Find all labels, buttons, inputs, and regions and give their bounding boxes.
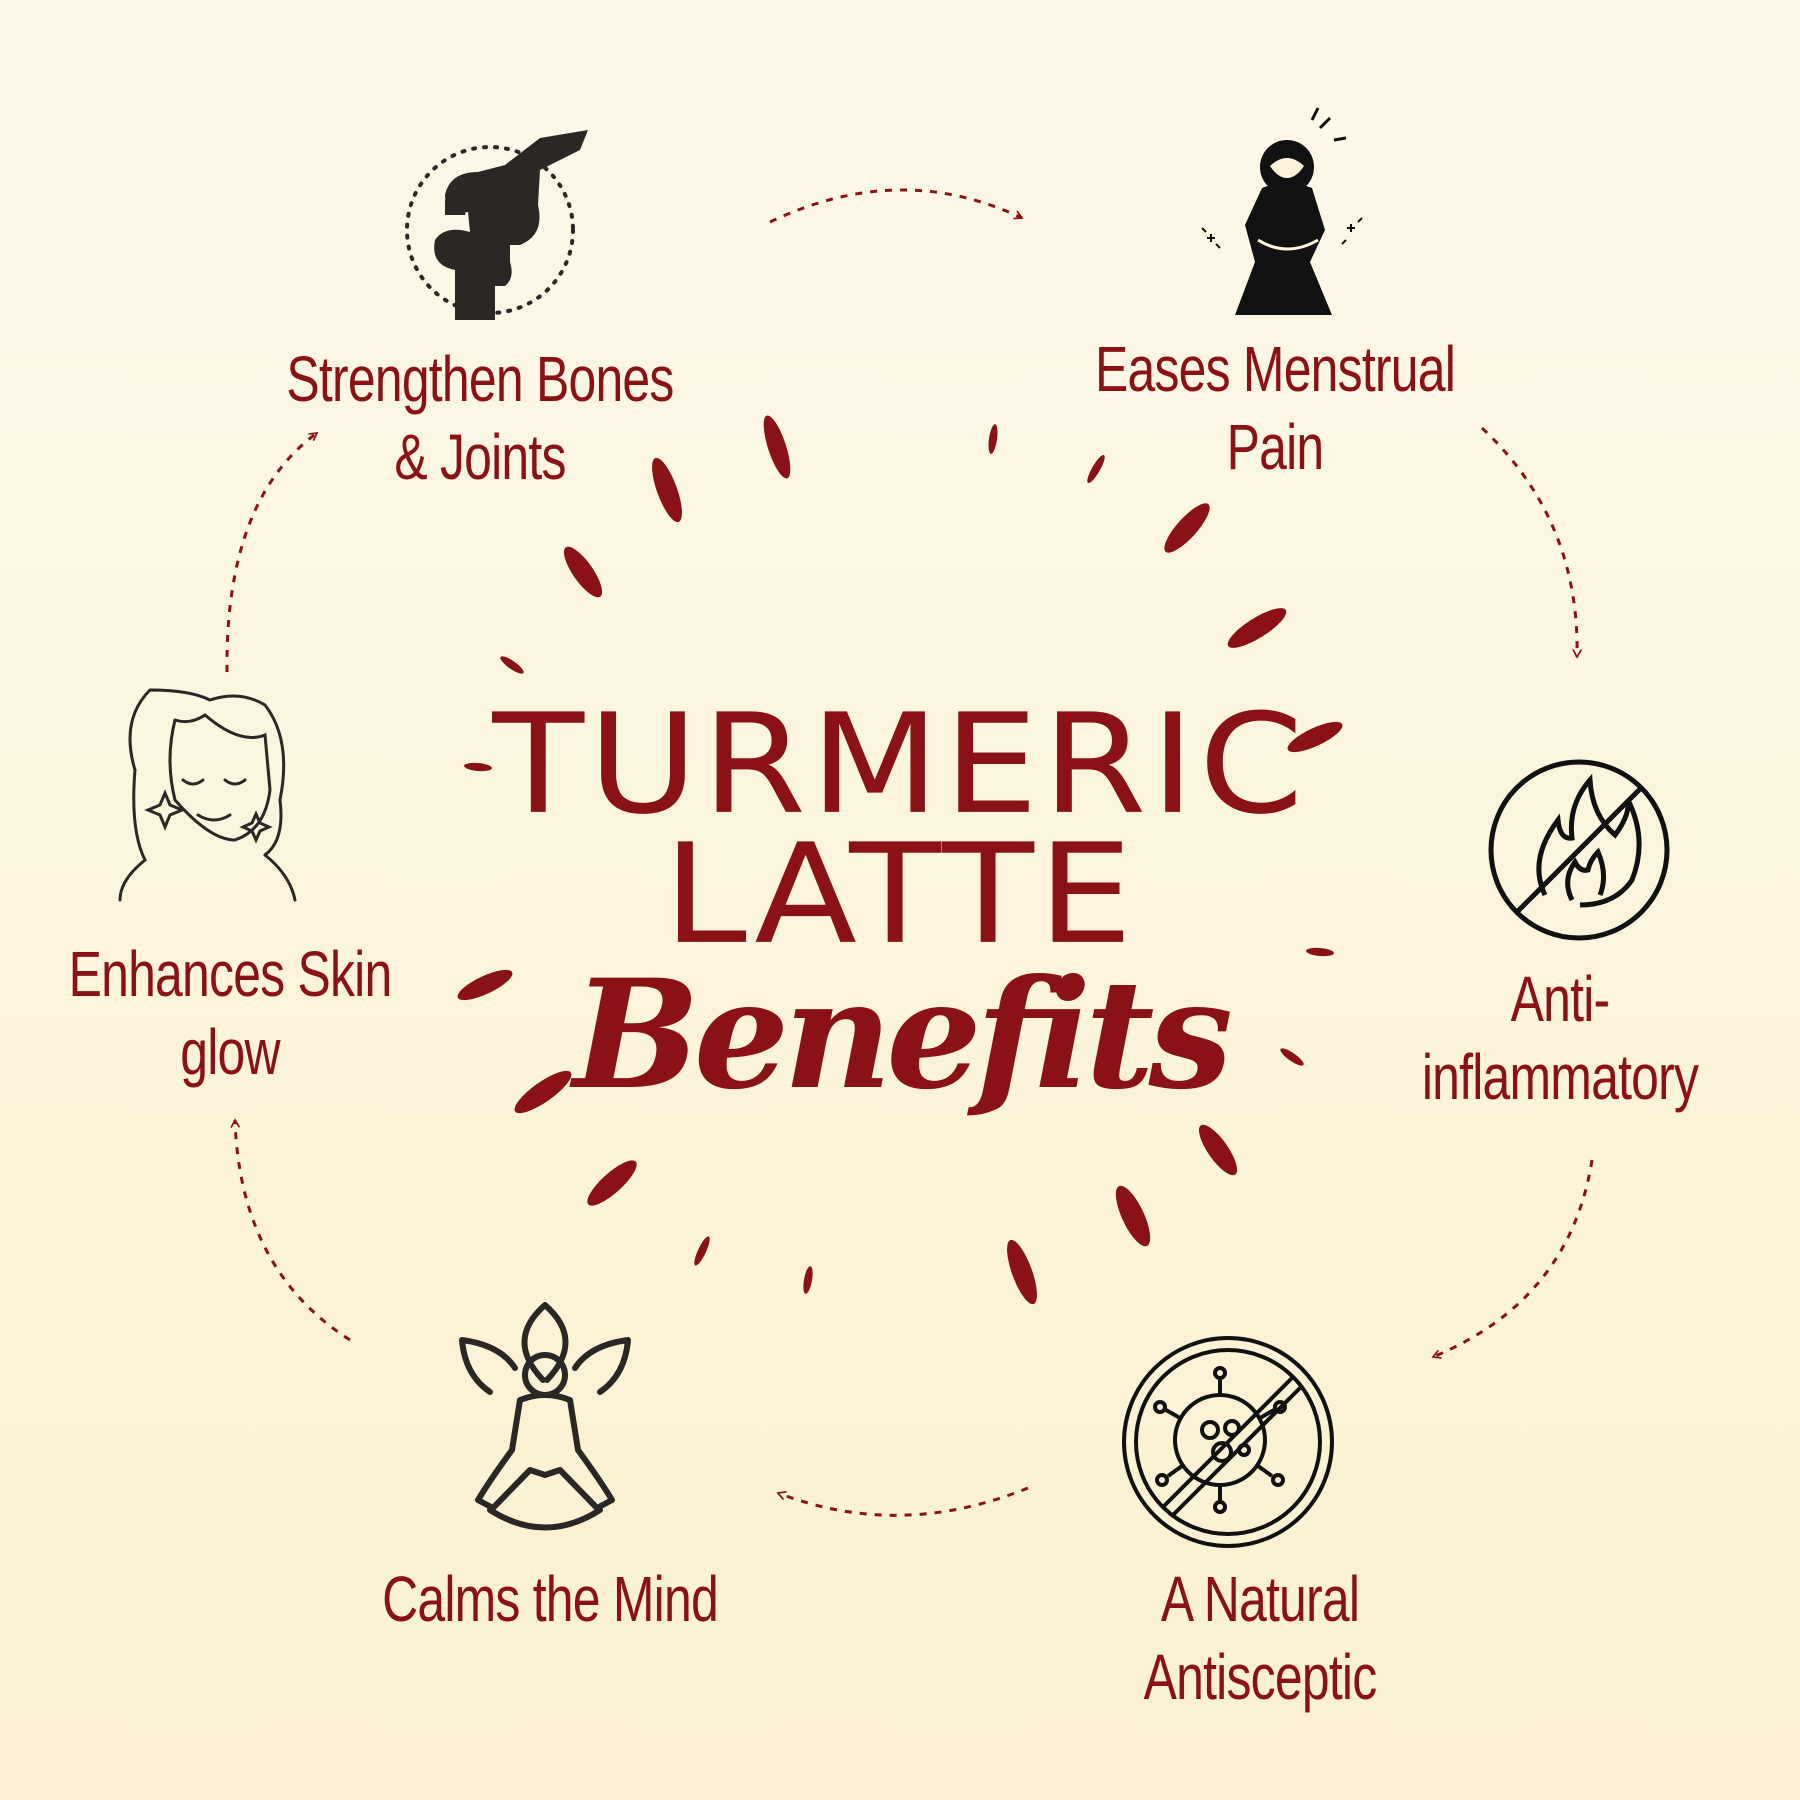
no-virus-icon xyxy=(1122,1336,1334,1548)
menstrual-pain-icon xyxy=(1201,107,1363,315)
benefit-label-menstrual: Eases Menstrual Pain xyxy=(1094,333,1456,483)
arrow-menstrual-to-anti xyxy=(1480,426,1577,657)
benefit-label-bones: Strengthen Bones & Joints xyxy=(286,343,674,493)
benefit-label-calm: Calms the Mind xyxy=(382,1563,719,1635)
title-line-2: LATTE xyxy=(663,814,1137,976)
arrow-bones-to-menstrual xyxy=(769,188,1022,224)
meditation-icon xyxy=(459,1302,631,1531)
arrow-anti-to-antiseptic xyxy=(1433,1159,1594,1357)
title-line-1: TURMERIC xyxy=(492,684,1308,846)
benefit-label-skin: Enhances Skin glow xyxy=(68,938,393,1088)
benefit-label-anti-inflammatory: Anti-inflammatory xyxy=(1421,963,1699,1113)
arrow-calm-to-skin xyxy=(235,1120,351,1342)
benefit-label-antiseptic: A Natural Antisceptic xyxy=(1143,1563,1378,1713)
petal-burst xyxy=(457,415,1343,1305)
glowing-face-icon xyxy=(118,688,297,902)
no-fire-icon xyxy=(1488,759,1670,941)
arrow-antiseptic-to-calm xyxy=(778,1486,1029,1517)
bone-joint-icon xyxy=(405,130,588,320)
cycle-arrows xyxy=(225,188,1594,1517)
title-script: Benefits xyxy=(573,947,1233,1123)
